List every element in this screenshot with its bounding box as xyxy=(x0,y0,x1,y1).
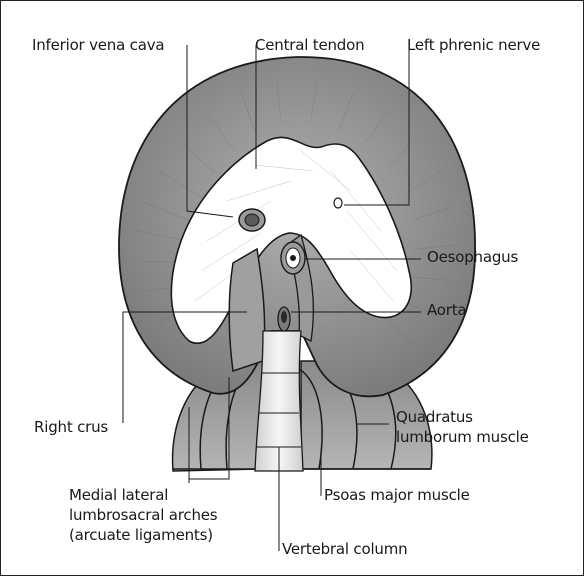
label-aorta: Aorta xyxy=(427,300,466,320)
label-medial-line1: Medial lateral xyxy=(69,485,217,505)
label-right-crus: Right crus xyxy=(34,417,108,437)
label-quadratus-line1: Quadratus xyxy=(396,407,529,427)
label-medial-line3: (arcuate ligaments) xyxy=(69,525,217,545)
label-central-tendon: Central tendon xyxy=(255,35,364,55)
label-left-phrenic-nerve: Left phrenic nerve xyxy=(407,35,540,55)
label-quadratus-line2: lumborum muscle xyxy=(396,427,529,447)
label-inferior-vena-cava: Inferior vena cava xyxy=(32,35,164,55)
label-medial-line2: lumbrosacral arches xyxy=(69,505,217,525)
label-psoas-major: Psoas major muscle xyxy=(324,485,470,505)
aorta-opening xyxy=(278,307,290,331)
label-oesophagus: Oesophagus xyxy=(427,247,518,267)
vena-cava-opening xyxy=(239,209,265,231)
label-quadratus-lumborum: Quadratus lumborum muscle xyxy=(396,407,529,447)
phrenic-nerve-opening xyxy=(334,198,342,208)
right-crus-shape xyxy=(229,249,264,371)
label-vertebral-column: Vertebral column xyxy=(282,539,407,559)
oesophagus-opening xyxy=(281,242,305,274)
label-medial-lateral-arches: Medial lateral lumbrosacral arches (arcu… xyxy=(69,485,217,545)
